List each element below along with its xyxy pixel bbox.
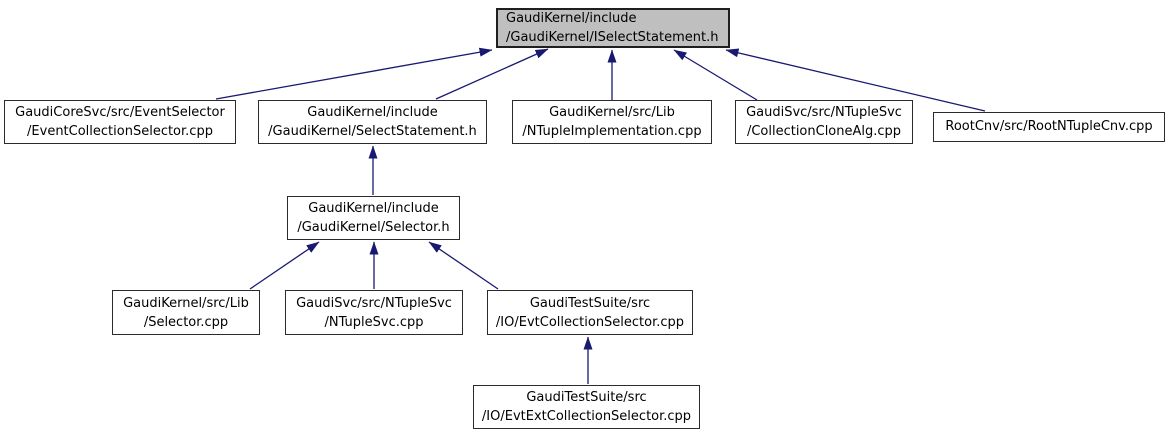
node-ntupleimplementation-cpp[interactable]: GaudiKernel/src/Lib /NTupleImplementatio… xyxy=(512,100,712,144)
node-label-line: GaudiTestSuite/src xyxy=(529,295,651,311)
edge-selector-cpp-to-selector-h xyxy=(249,241,320,290)
node-label-line: /CollectionCloneAlg.cpp xyxy=(746,124,902,139)
node-label-line: GaudiSvc/src/NTupleSvc xyxy=(296,295,452,311)
node-label-line: GaudiKernel/include xyxy=(506,11,637,26)
edge-evtcollectionselector-to-selector-h xyxy=(428,241,499,290)
node-label-line: /NTupleImplementation.cpp xyxy=(522,124,702,139)
edge-eventcollectionselector-to-iselectstatement xyxy=(215,47,493,100)
node-label-line: /GaudiKernel/Selector.h xyxy=(297,220,450,235)
edge-collectionclonealg-to-iselectstatement xyxy=(673,49,758,101)
node-label-line: /IO/EvtExtCollectionSelector.cpp xyxy=(481,409,692,424)
node-selectstatement-h[interactable]: GaudiKernel/include /GaudiKernel/SelectS… xyxy=(258,100,487,144)
node-ntuplesvc-cpp[interactable]: GaudiSvc/src/NTupleSvc /NTupleSvc.cpp xyxy=(285,290,463,335)
node-label-line: GaudiCoreSvc/src/EventSelector xyxy=(15,105,225,120)
node-label-line: /EventCollectionSelector.cpp xyxy=(27,124,213,139)
node-iselectstatement-h: GaudiKernel/include /GaudiKernel/ISelect… xyxy=(496,8,730,48)
node-label-line: /NTupleSvc.cpp xyxy=(324,314,424,330)
node-label-line: GaudiKernel/include xyxy=(307,105,438,120)
node-label-line: /GaudiKernel/SelectStatement.h xyxy=(268,124,477,139)
node-label-line: GaudiKernel/src/Lib xyxy=(549,105,675,120)
node-evtcollectionselector-cpp[interactable]: GaudiTestSuite/src /IO/EvtCollectionSele… xyxy=(487,290,693,335)
node-label-line: /IO/EvtCollectionSelector.cpp xyxy=(495,314,685,330)
node-label-line: /Selector.cpp xyxy=(143,314,229,330)
node-eventcollectionselector-cpp[interactable]: GaudiCoreSvc/src/EventSelector /EventCol… xyxy=(4,100,236,144)
node-label-line: GaudiTestSuite/src xyxy=(526,390,647,405)
node-selector-h[interactable]: GaudiKernel/include /GaudiKernel/Selecto… xyxy=(287,196,460,240)
edge-selectstatement-to-iselectstatement xyxy=(435,48,549,100)
node-selector-cpp[interactable]: GaudiKernel/src/Lib /Selector.cpp xyxy=(112,290,260,335)
node-evtextcollectionselector-cpp[interactable]: GaudiTestSuite/src /IO/EvtExtCollectionS… xyxy=(473,385,700,429)
node-label-line: RootCnv/src/RootNTupleCnv.cpp xyxy=(945,119,1153,134)
node-label-line: GaudiKernel/include xyxy=(308,201,439,216)
node-label-line: GaudiKernel/src/Lib xyxy=(123,295,249,311)
node-collectionclonealg-cpp[interactable]: GaudiSvc/src/NTupleSvc /CollectionCloneA… xyxy=(735,100,913,144)
node-label-line: GaudiSvc/src/NTupleSvc xyxy=(746,105,902,120)
node-rootntuplecnv-cpp[interactable]: RootCnv/src/RootNTupleCnv.cpp xyxy=(933,112,1165,142)
node-label-line: /GaudiKernel/ISelectStatement.h xyxy=(506,30,719,45)
